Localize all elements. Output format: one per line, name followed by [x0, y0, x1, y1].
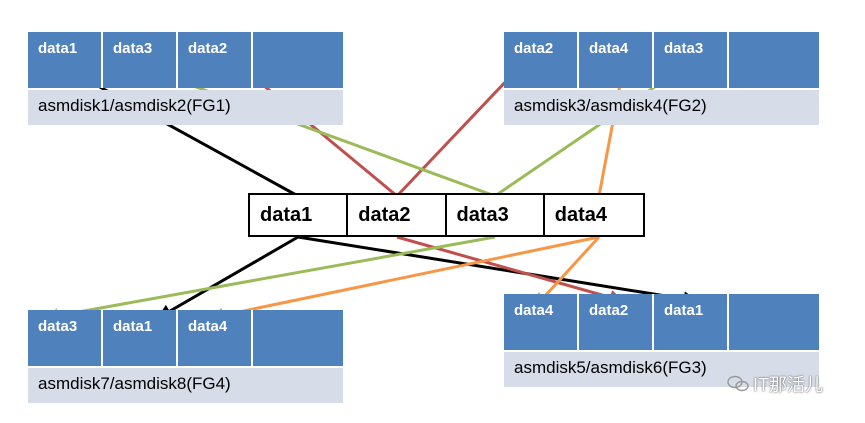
- disk-group-fg2: data2 data4 data3 asmdisk3/asmdisk4(FG2): [504, 32, 819, 125]
- center-cell-4: data4: [554, 204, 607, 226]
- disk-group-fg1: data1 data3 data2 asmdisk1/asmdisk2(FG1): [28, 32, 343, 125]
- fg1-cell-1: data1: [28, 32, 103, 88]
- arrow-data1-to-fg3: [297, 235, 699, 307]
- disk-group-fg4-cells: data3 data1 data4: [28, 310, 343, 366]
- fg2-cell-4: [729, 32, 819, 88]
- fg3-cell-3: data1: [654, 294, 729, 350]
- arrow-data1-to-fg4: [156, 235, 299, 320]
- fg3-cell-1: data4: [504, 294, 579, 350]
- disk-group-fg3: data4 data2 data1 asmdisk5/asmdisk6(FG3): [504, 294, 819, 387]
- fg4-cell-4: [253, 310, 343, 366]
- arrow-data3-to-fg4: [43, 235, 496, 323]
- watermark: IT那活儿: [727, 371, 823, 397]
- disk-group-fg1-cells: data1 data3 data2: [28, 32, 343, 88]
- fg1-cell-3: data2: [178, 32, 253, 88]
- center-data-bar: data1 data2 data3 data4: [248, 193, 645, 237]
- fg3-cell-4: [729, 294, 819, 350]
- fg1-label: asmdisk1/asmdisk2(FG1): [28, 90, 343, 125]
- fg2-cell-3: data3: [654, 32, 729, 88]
- chat-bubble-icon: [727, 375, 749, 392]
- fg4-label: asmdisk7/asmdisk8(FG4): [28, 368, 343, 403]
- fg4-cell-1: data3: [28, 310, 103, 366]
- center-cell-3: data3: [447, 195, 545, 235]
- fg4-cell-3: data4: [178, 310, 253, 366]
- fg4-cell-2: data1: [103, 310, 178, 366]
- disk-group-fg4: data3 data1 data4 asmdisk7/asmdisk8(FG4): [28, 310, 343, 403]
- fg2-cell-1: data2: [504, 32, 579, 88]
- fg3-cell-2: data2: [579, 294, 654, 350]
- center-cell-1: data1: [250, 195, 349, 235]
- center-cell-2: data2: [348, 195, 447, 235]
- fg2-label: asmdisk3/asmdisk4(FG2): [504, 90, 819, 125]
- fg3-label: asmdisk5/asmdisk6(FG3): [504, 352, 819, 387]
- arrow-data4-to-fg4: [208, 235, 600, 323]
- fg1-cell-2: data3: [103, 32, 178, 88]
- watermark-text: IT那活儿: [753, 375, 823, 395]
- disk-group-fg3-cells: data4 data2 data1: [504, 294, 819, 350]
- fg1-cell-4: [253, 32, 343, 88]
- disk-group-fg2-cells: data2 data4 data3: [504, 32, 819, 88]
- fg2-cell-2: data4: [579, 32, 654, 88]
